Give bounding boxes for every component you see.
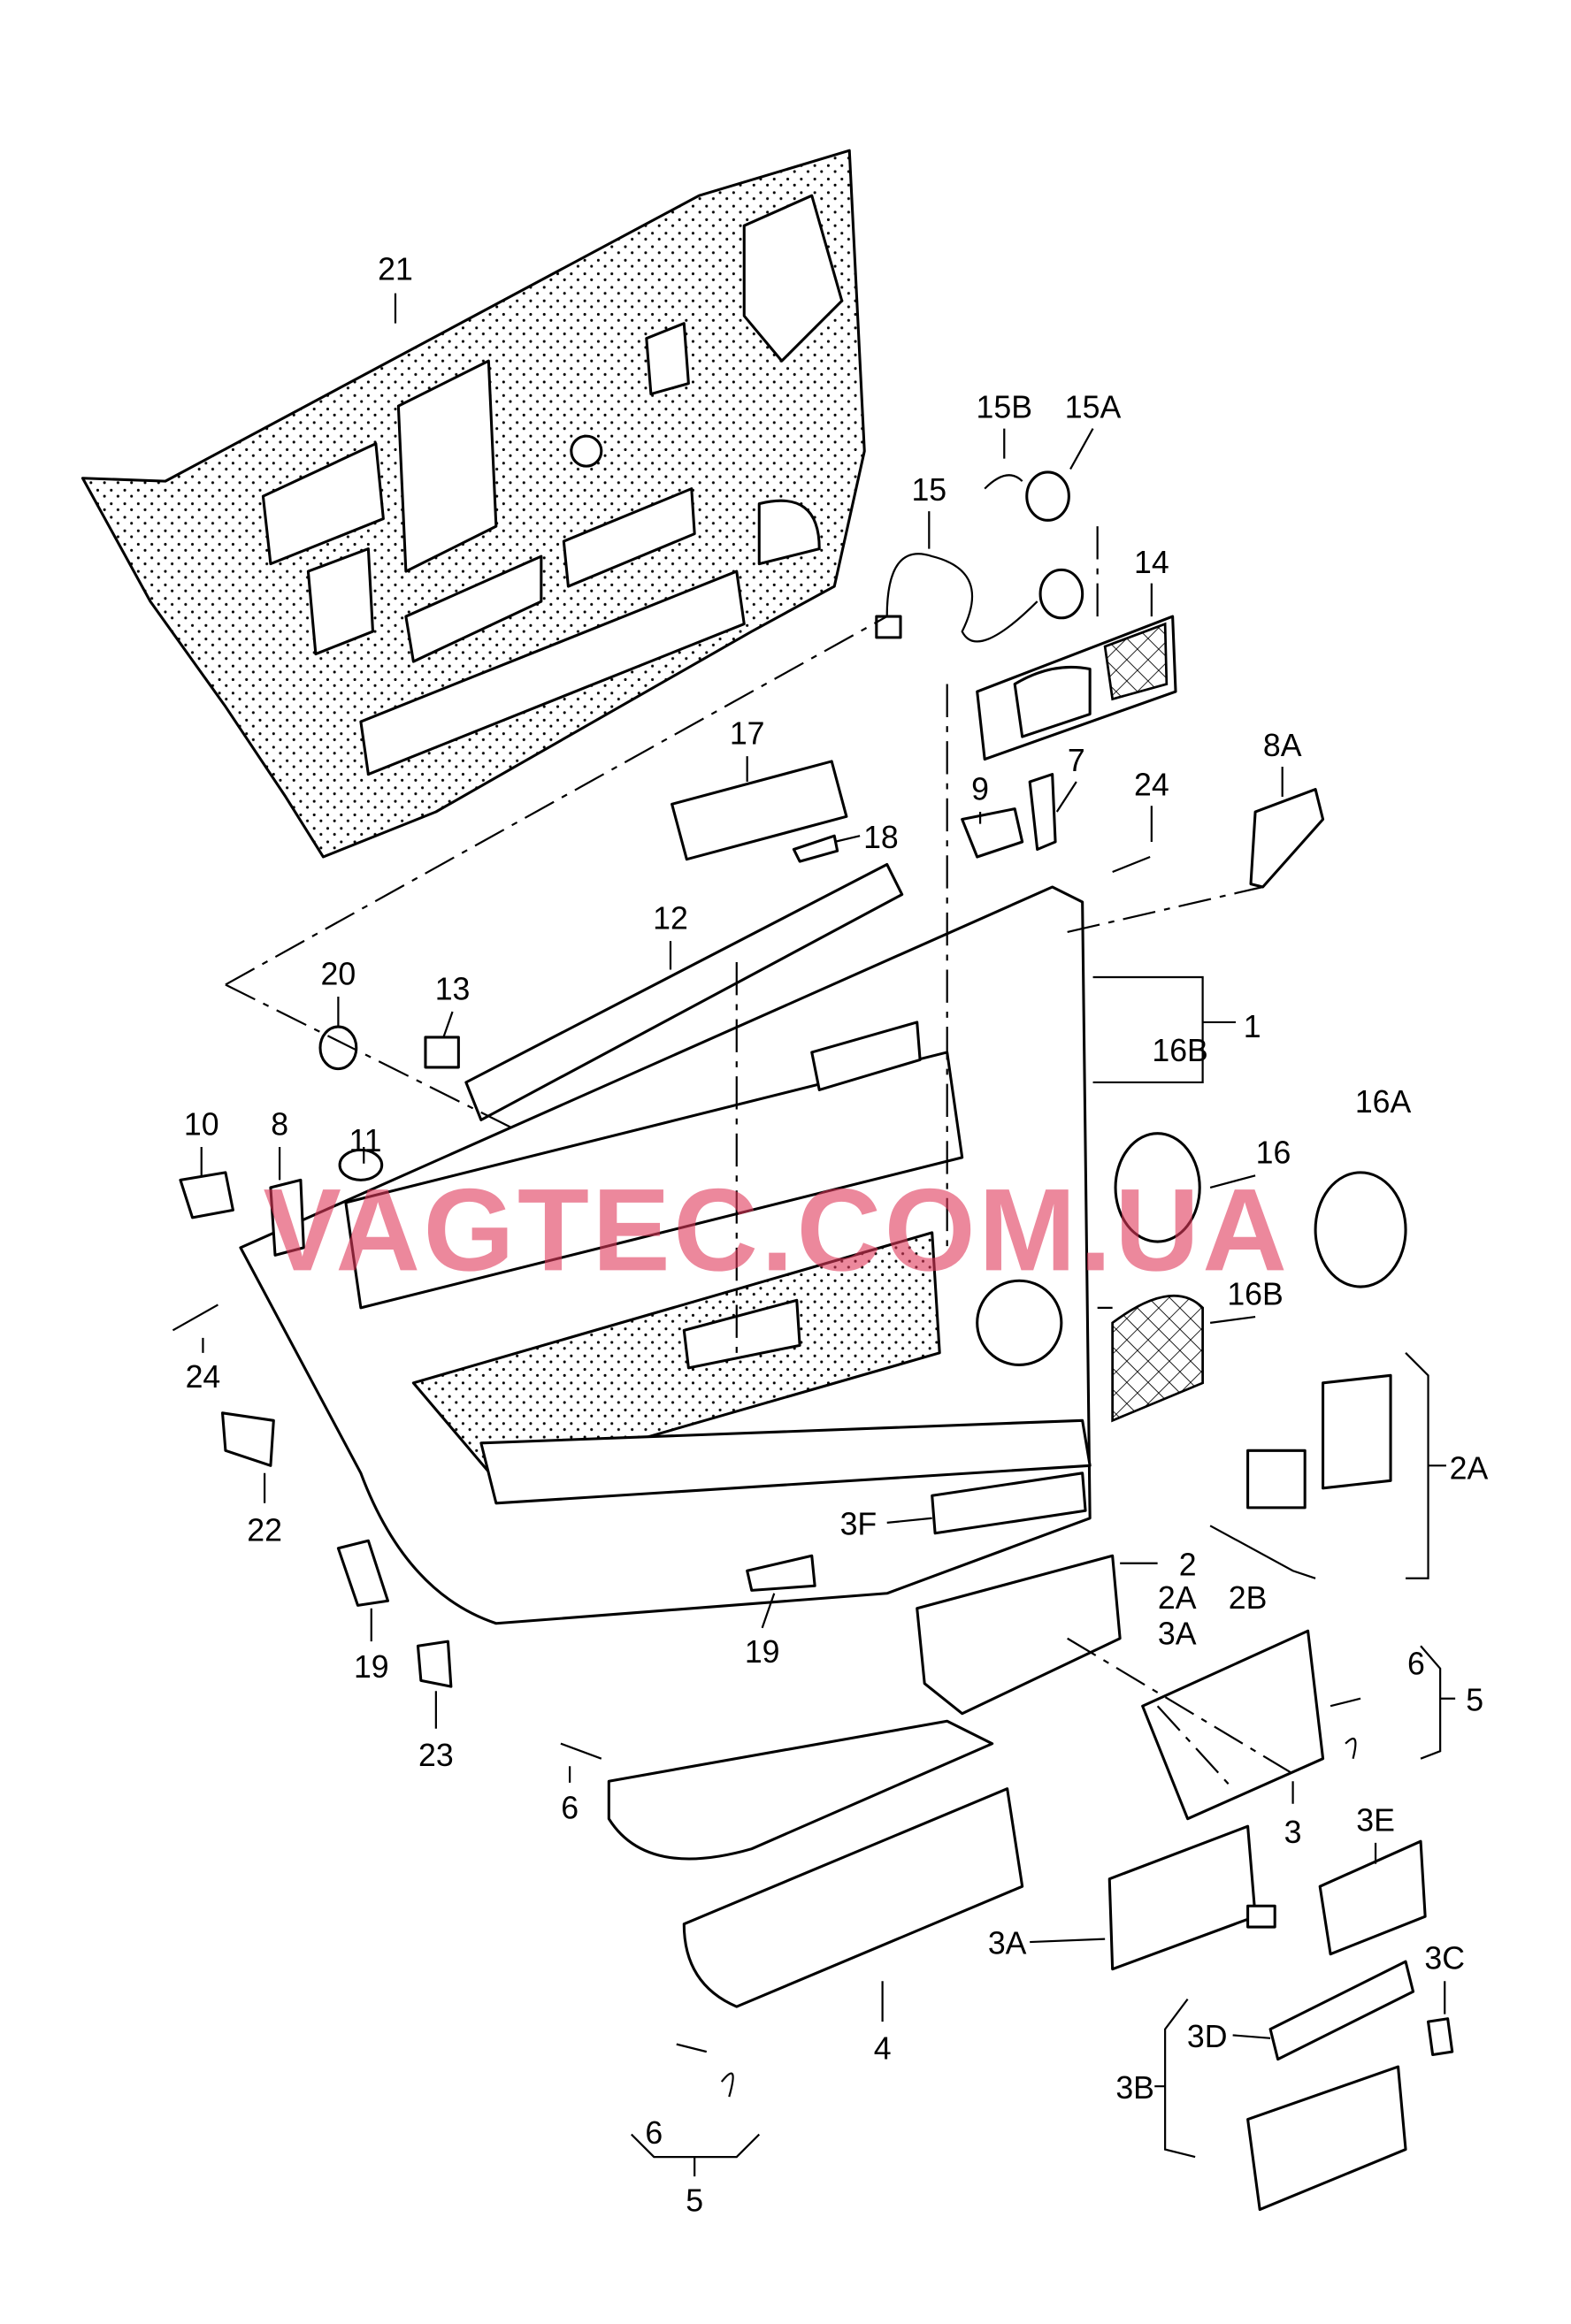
window-switch (671, 760, 848, 861)
callout: 2A (1158, 1580, 1197, 1616)
callout: 2A (1450, 1451, 1489, 1487)
callout: 20 (321, 956, 356, 991)
callout: 13 (435, 971, 471, 1006)
callout: 15 (911, 472, 946, 508)
callout: 16B (1152, 1033, 1207, 1068)
bracket-7 (1028, 772, 1057, 852)
callout: 14 (1134, 545, 1169, 580)
screw-24 (1112, 855, 1151, 874)
switch-part-9 (961, 807, 1024, 859)
compartment-3b (1246, 2065, 1407, 2212)
tray-3a (1107, 1824, 1257, 1971)
clip-22 (220, 1411, 275, 1467)
callout: 6 (561, 1791, 579, 1826)
callout: 12 (653, 901, 688, 936)
callout: 6 (645, 2115, 663, 2151)
screw-6 (560, 1742, 602, 1760)
pin-6 (676, 2043, 708, 2053)
connector (1246, 1904, 1276, 1929)
callout: 2B (1229, 1580, 1268, 1616)
armrest-2 (916, 1554, 1122, 1716)
clip-8 (269, 1178, 305, 1257)
spring-5 (720, 2072, 734, 2098)
callout: 16 (1256, 1135, 1291, 1171)
callout: 10 (184, 1106, 219, 1142)
callout: 15A (1065, 390, 1122, 425)
callout: 8 (271, 1106, 288, 1142)
storage-compartment-3 (1141, 1629, 1325, 1821)
block-2a (1246, 1449, 1307, 1510)
callout: 17 (730, 716, 765, 752)
callout: 3D (1187, 2019, 1228, 2054)
callout: 3A (988, 1926, 1027, 1961)
speaker-16 (1114, 1132, 1201, 1243)
callout: 24 (1134, 767, 1169, 802)
callout: 5 (1466, 1682, 1483, 1717)
callout: 7 (1068, 743, 1085, 778)
callout: 2 (1179, 1547, 1197, 1582)
callout: 19 (745, 1634, 780, 1670)
door-handle-trim (976, 615, 1177, 761)
module-3e (1318, 1839, 1427, 1956)
callout: 16B (1227, 1276, 1283, 1311)
speaker-grille-16b (1111, 1294, 1204, 1423)
callout: 5 (686, 2183, 703, 2218)
callout: 3F (840, 1506, 877, 1541)
callout: 3C (1424, 1941, 1465, 1976)
speaker-cover-16a (1314, 1171, 1407, 1288)
callout: 21 (378, 251, 413, 287)
callout: 3B (1115, 2070, 1154, 2106)
cover-3d (1268, 1960, 1415, 2061)
callout: 9 (971, 771, 989, 807)
callout: 15B (977, 390, 1032, 425)
reflector-19b (746, 1554, 816, 1592)
callout: 22 (247, 1512, 282, 1548)
bracket-2a (1322, 1373, 1392, 1490)
callout: 24 (186, 1359, 221, 1395)
callout: 19 (354, 1649, 389, 1685)
callout: 18 (863, 820, 899, 855)
rod-2b (1209, 1525, 1316, 1579)
callout: 8A (1263, 728, 1302, 763)
clip-23 (416, 1640, 453, 1688)
door-trim-panel (239, 862, 1092, 1625)
callout: 3A (1158, 1617, 1197, 1652)
callout: 6 (1407, 1647, 1425, 1682)
cable-harness (875, 470, 1084, 643)
callout: 4 (874, 2031, 892, 2067)
screw-24-left (172, 1303, 218, 1332)
clip-10 (179, 1171, 234, 1219)
door-pocket-4 (682, 1787, 1024, 2008)
armrest-frame (607, 1719, 994, 1861)
bracket-8a (1249, 787, 1325, 889)
callout: 1 (1244, 1009, 1261, 1044)
watermark: VAGTEC.COM.UA (263, 1165, 1290, 1296)
bulb-3c (1427, 2017, 1454, 2057)
clip-13 (424, 1036, 460, 1069)
clip-11 (338, 1148, 384, 1181)
callout: 23 (418, 1738, 454, 1773)
callout: 3 (1284, 1815, 1302, 1850)
callout: 3E (1356, 1802, 1395, 1838)
reflector-19 (336, 1539, 390, 1607)
clip (792, 834, 839, 863)
callout: 11 (349, 1123, 381, 1158)
door-insulation-panel (80, 149, 866, 859)
callout-labels: 21 15B 15A 15 14 17 8A 7 24 9 18 12 20 1… (184, 251, 1489, 2218)
callout: 16A (1355, 1084, 1412, 1120)
switch-3f (931, 1472, 1087, 1535)
